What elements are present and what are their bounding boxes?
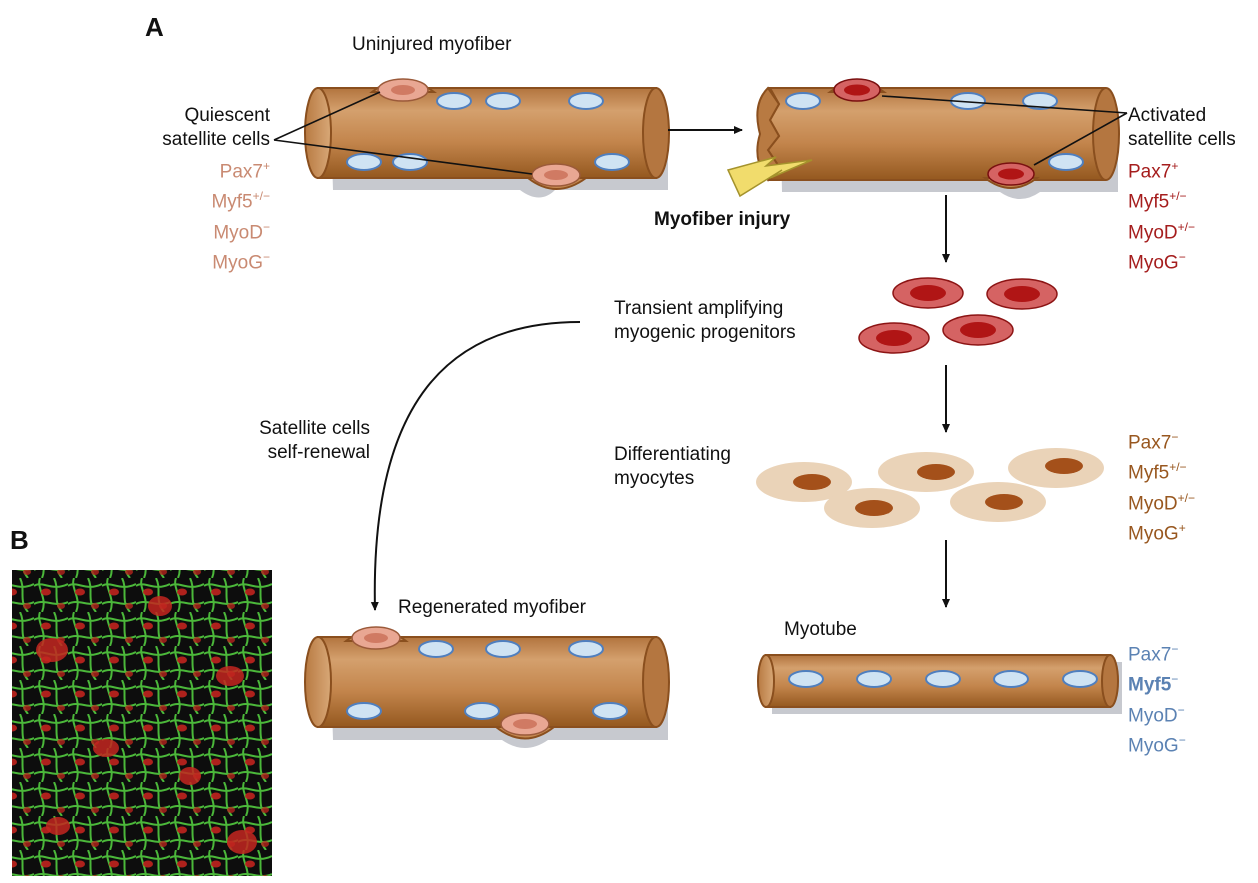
label-self-renewal: Satellite cells self-renewal bbox=[259, 418, 370, 463]
marker-list-differentiating: Pax7− Myf5+/− MyoD+/− MyoG+ bbox=[1128, 425, 1195, 546]
uninjured-myofiber bbox=[304, 78, 670, 198]
progenitor-cells bbox=[858, 277, 1058, 354]
marker-myog: MyoG− bbox=[1128, 249, 1186, 274]
marker-myog: MyoG− bbox=[1128, 732, 1186, 757]
regenerated-myofiber bbox=[304, 626, 670, 748]
myonuclei bbox=[785, 92, 1084, 171]
progenitor-cell bbox=[892, 277, 964, 309]
myocyte bbox=[1008, 448, 1104, 488]
marker-pax7: Pax7+ bbox=[219, 159, 270, 183]
marker-list-quiescent: Pax7+ Myf5+/− MyoD− MyoG− bbox=[150, 154, 270, 275]
injured-myofiber bbox=[726, 78, 1120, 199]
activated-pointer-lines bbox=[881, 95, 1128, 166]
marker-myf5: Myf5+/− bbox=[1128, 189, 1187, 213]
marker-myog: MyoG− bbox=[212, 249, 270, 274]
marker-pax7: Pax7+ bbox=[1128, 159, 1179, 183]
marker-myod: MyoD− bbox=[213, 219, 270, 243]
label-myotube: Myotube bbox=[784, 619, 857, 640]
label-activated-cells: Activated satellite cells bbox=[1128, 105, 1236, 150]
marker-pax7: Pax7− bbox=[1128, 430, 1179, 454]
panel-label-b: B bbox=[10, 525, 29, 555]
label-differentiating-myocytes: Differentiating myocytes bbox=[614, 444, 731, 489]
self-renewal-arrow bbox=[370, 321, 581, 611]
marker-list-activated: Pax7+ Myf5+/− MyoD+/− MyoG− bbox=[1128, 154, 1195, 275]
label-transient-progenitors: Transient amplifying myogenic progenitor… bbox=[614, 298, 796, 343]
marker-myf5: Myf5− bbox=[1128, 672, 1179, 696]
progenitor-cell bbox=[986, 278, 1058, 310]
micrograph-panel-b bbox=[12, 570, 272, 876]
marker-myf5: Myf5+/− bbox=[211, 189, 270, 213]
myonuclei bbox=[788, 670, 1098, 688]
myocyte bbox=[756, 462, 852, 502]
lightning-icon bbox=[726, 156, 813, 198]
label-quiescent-cells: Quiescent satellite cells bbox=[162, 105, 270, 150]
marker-myod: MyoD+/− bbox=[1128, 490, 1195, 514]
fiber-cap bbox=[304, 87, 332, 179]
quiescent-pointer-lines bbox=[273, 91, 533, 175]
myonuclei bbox=[346, 640, 628, 720]
myonuclei bbox=[346, 92, 630, 171]
fiber-end bbox=[642, 87, 670, 179]
marker-list-myotube: Pax7− Myf5− MyoD− MyoG− bbox=[1128, 637, 1186, 758]
myocyte bbox=[878, 452, 974, 492]
label-myofiber-injury: Myofiber injury bbox=[654, 209, 791, 230]
myocyte bbox=[824, 488, 920, 528]
satellite-cell-nucleus bbox=[391, 85, 415, 95]
myocytes bbox=[756, 448, 1104, 528]
marker-myog: MyoG+ bbox=[1128, 520, 1186, 545]
marker-myf5: Myf5+/− bbox=[1128, 460, 1187, 484]
satellite-cell-nucleus bbox=[544, 170, 568, 180]
marker-myod: MyoD+/− bbox=[1128, 219, 1195, 243]
myotube-shape bbox=[757, 654, 1122, 714]
marker-pax7: Pax7− bbox=[1128, 642, 1179, 666]
panel-label-a: A bbox=[145, 12, 164, 42]
progenitor-cell bbox=[858, 322, 930, 354]
progenitor-cell bbox=[942, 314, 1014, 346]
label-regenerated-myofiber: Regenerated myofiber bbox=[398, 597, 586, 618]
marker-myod: MyoD− bbox=[1128, 702, 1185, 726]
label-uninjured-myofiber: Uninjured myofiber bbox=[352, 34, 512, 55]
myocyte bbox=[950, 482, 1046, 522]
